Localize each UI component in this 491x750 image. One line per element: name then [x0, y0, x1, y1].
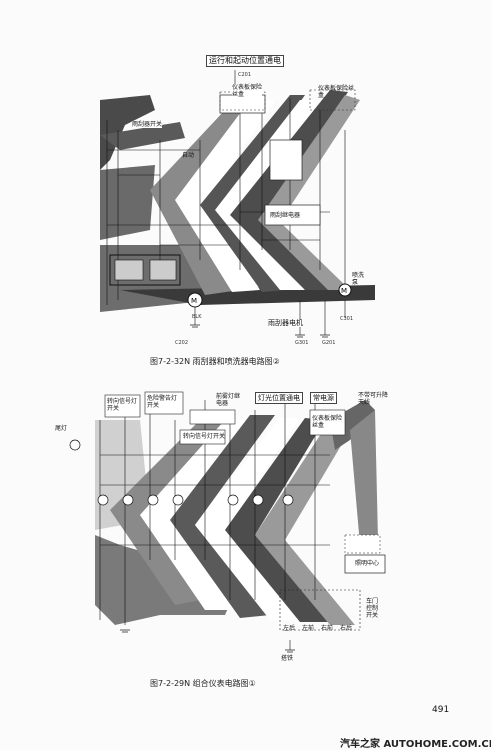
fuse-box-label-2: 仪表板保险丝盒 [318, 85, 355, 99]
ground-code: G301 [295, 340, 309, 346]
bottom-box-rear-left: 左后 [283, 625, 296, 632]
turn-relay-label: 转向信号灯开关 [183, 433, 226, 440]
lamp-position-power-label: 灯光位置通电 [255, 392, 303, 404]
wiper-circuit-diagram: M M [100, 70, 375, 338]
fuse-box-label-1: 仪表板保险丝盒 [232, 84, 263, 98]
tail-lamp-label: 尾灯 [55, 425, 68, 432]
wire-color-code: BLK [192, 314, 202, 320]
antenna-note-label: 不带可升降天线 [358, 392, 389, 406]
bottom-box-rear-right: 右后 [340, 625, 353, 632]
bottom-box-front-left: 左前 [302, 625, 315, 632]
connector-code: C202 [175, 340, 189, 346]
watermark: 汽车之家 AUTOHOME.COM.CN [340, 739, 491, 750]
wiper-motor-label: 雨刮器电机 [268, 319, 303, 327]
turn-signal-switch-label: 转向信号灯开关 [107, 398, 139, 412]
svg-text:M: M [191, 297, 197, 305]
fog-relay-label: 前雾灯继电器 [216, 393, 241, 407]
ground-label: 搭铁 [281, 655, 294, 662]
page-number: 491 [432, 705, 450, 715]
instrument-circuit-diagram [69, 391, 386, 653]
diagram1-caption: 图7-2-32N 雨刮器和喷洗器电路图② [150, 357, 280, 366]
hazard-switch-label: 危险警告灯开关 [147, 395, 182, 409]
fuse-box-label: 仪表板保险丝盒 [312, 415, 343, 429]
always-power-label: 常电源 [310, 392, 337, 404]
connector-code: C301 [340, 316, 354, 322]
door-switch-label: 车门控制开关 [366, 598, 379, 619]
ground-code: G201 [322, 340, 336, 346]
wiper-relay-label: 雨刮继电器 [270, 212, 301, 219]
connector-code: C201 [238, 72, 252, 78]
dimmer-label: 照明中心 [355, 560, 380, 567]
auto-label: 自动 [182, 152, 195, 159]
washer-pump-label: 喷洗泵 [352, 272, 365, 286]
diagram2-caption: 图7-2-29N 组合仪表电路图① [150, 679, 256, 688]
power-condition-label: 运行和起动位置通电 [206, 55, 284, 67]
wiper-switch-label: 雨刮器开关 [132, 121, 163, 128]
svg-text:M: M [341, 287, 347, 295]
bottom-box-front-right: 右前 [321, 625, 334, 632]
